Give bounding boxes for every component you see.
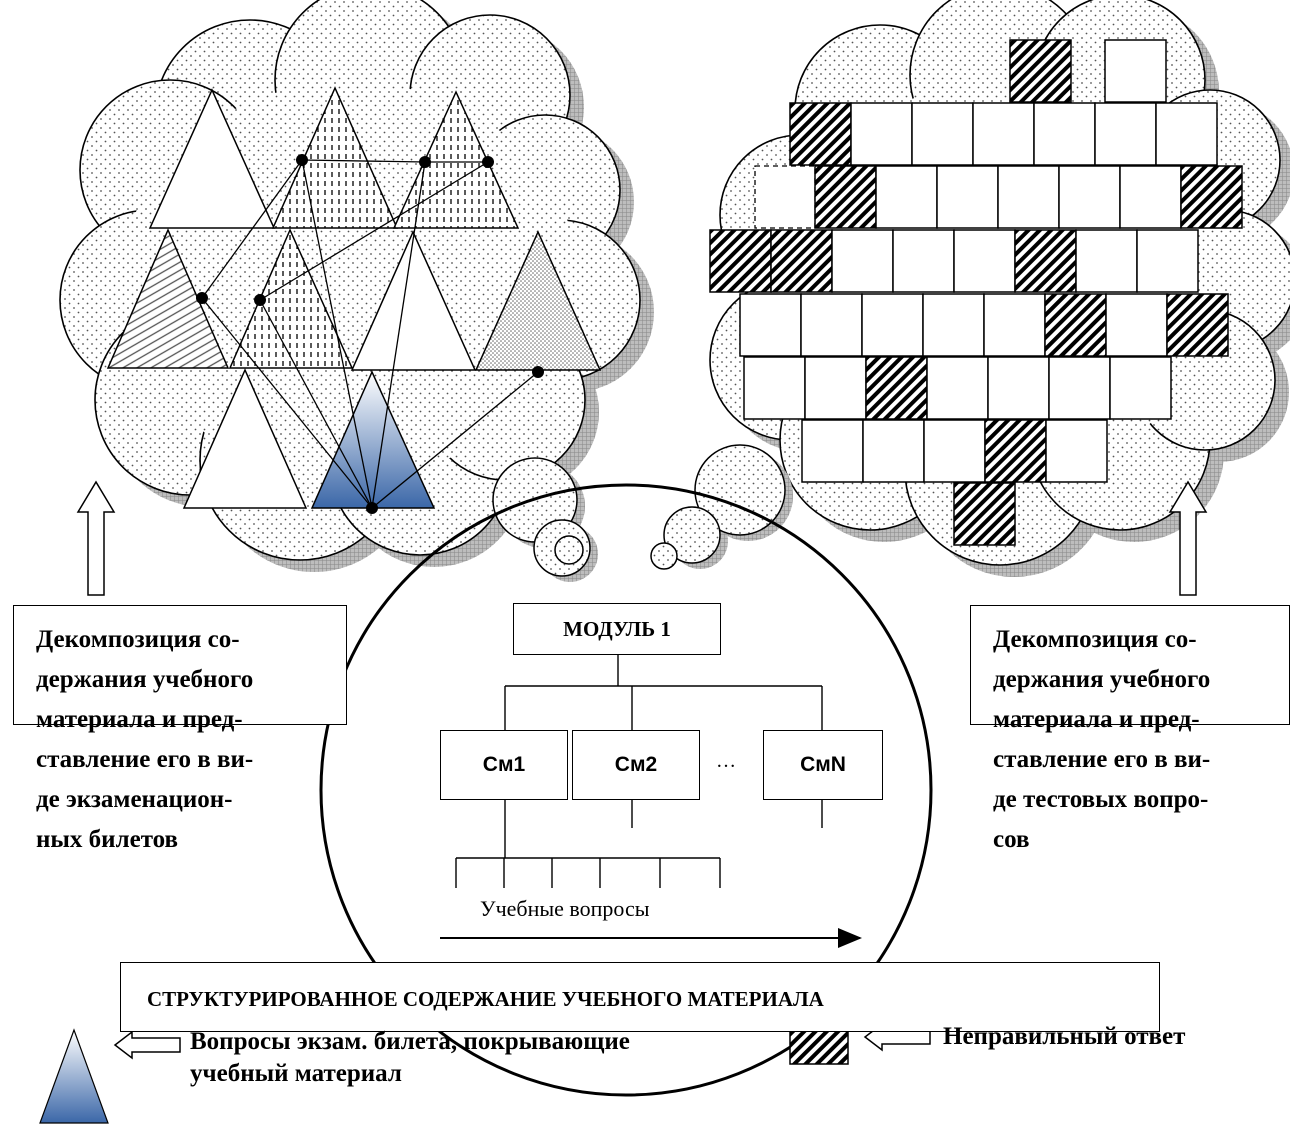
legend-wrong-answer-label: Неправильный ответ <box>943 1023 1186 1050</box>
test-question <box>983 293 1046 357</box>
test-question-wrong <box>1044 293 1107 357</box>
test-question-wrong <box>1014 229 1077 293</box>
desc-line: де экзаменацион- <box>36 786 233 813</box>
test-question <box>1045 419 1108 483</box>
desc-line: ных билетов <box>36 826 179 853</box>
legend-exam-line: Вопросы экзам. билета, покрывающие <box>190 1028 630 1055</box>
test-question <box>1033 102 1096 166</box>
test-question <box>801 419 864 483</box>
desc-line: Декомпозиция со- <box>36 626 240 653</box>
left-up-arrow-icon <box>76 480 116 596</box>
test-question <box>1094 102 1157 166</box>
legend-exam-line: учебный материал <box>190 1060 402 1087</box>
test-question-wrong <box>865 356 928 420</box>
desc-line: держания учебного <box>36 666 254 693</box>
test-question <box>1109 356 1172 420</box>
test-question-wrong <box>984 419 1047 483</box>
left-cloud <box>59 0 654 572</box>
test-question <box>922 293 985 357</box>
test-question <box>862 419 925 483</box>
test-question <box>936 165 999 229</box>
test-question <box>953 229 1016 293</box>
module-title-box: МОДУЛЬ 1 <box>513 603 721 655</box>
bubble-small-left <box>554 535 584 565</box>
triangle-empty <box>182 368 308 509</box>
bubble-large-right <box>694 444 786 536</box>
central-circle <box>319 483 933 1097</box>
test-question <box>831 229 894 293</box>
link-points <box>196 154 544 514</box>
test-question <box>739 293 802 357</box>
test-question <box>972 102 1035 166</box>
structured-content-title: СТРУКТУРИРОВАННОЕ СОДЕРЖАНИЕ УЧЕБНОГО МА… <box>120 962 1160 1032</box>
left-description-box: Декомпозиция со- держания учебного матер… <box>13 605 347 853</box>
test-question-wrong <box>814 165 877 229</box>
test-question-wrong <box>1009 39 1072 103</box>
triangle-empty <box>350 230 477 371</box>
submodule-1-box: См1 <box>440 730 568 800</box>
test-question-missing <box>754 165 816 229</box>
test-question <box>875 165 938 229</box>
right-description-box: Декомпозиция со- держания учебного матер… <box>970 605 1290 853</box>
desc-line: материала и пред- <box>993 706 1200 733</box>
thought-bubbles <box>492 444 793 582</box>
test-question <box>926 356 989 420</box>
desc-line: Декомпозиция со- <box>993 626 1197 653</box>
module-tree-lines <box>455 654 823 888</box>
test-question <box>800 293 863 357</box>
desc-line: сов <box>993 826 1030 853</box>
bubble-small-right <box>650 542 678 570</box>
test-question <box>923 419 986 483</box>
questions-label: Учебные вопросы <box>480 896 650 921</box>
submodule-2-box: См2 <box>572 730 700 800</box>
test-question <box>861 293 924 357</box>
right-up-arrow-icon <box>1168 480 1208 596</box>
triangle-empty <box>148 88 276 229</box>
desc-line: материала и пред- <box>36 706 243 733</box>
test-question <box>1104 39 1167 103</box>
test-question <box>804 356 867 420</box>
test-question-wrong <box>709 229 772 293</box>
test-question <box>1155 102 1218 166</box>
desc-line: ставление его в ви- <box>36 746 254 773</box>
test-question <box>850 102 913 166</box>
test-question <box>1075 229 1138 293</box>
test-question-wrong <box>1166 293 1229 357</box>
desc-line: держания учебного <box>993 666 1211 693</box>
test-question-wrong <box>770 229 833 293</box>
test-question <box>743 356 806 420</box>
legend-left-arrow-icon <box>113 1030 181 1060</box>
test-question <box>1119 165 1182 229</box>
test-question-wrong <box>789 102 852 166</box>
legend-exam-questions-label: Вопросы экзам. билета, покрывающие учебн… <box>190 1026 770 1090</box>
test-question <box>1048 356 1111 420</box>
test-question <box>987 356 1050 420</box>
desc-line: де тестовых вопро- <box>993 786 1209 813</box>
desc-line: ставление его в ви- <box>993 746 1211 773</box>
submodule-ellipsis: … <box>716 750 736 772</box>
test-question <box>892 229 955 293</box>
right-cloud <box>709 0 1290 577</box>
test-question-bricks <box>709 39 1243 546</box>
test-question-wrong <box>953 482 1016 546</box>
test-question <box>1058 165 1121 229</box>
legend-triangle-icon <box>39 1028 109 1124</box>
submodule-n-box: СмN <box>763 730 883 800</box>
bubble-medium-right <box>663 506 721 564</box>
test-question <box>1105 293 1168 357</box>
test-question <box>997 165 1060 229</box>
test-question <box>911 102 974 166</box>
question-links <box>201 159 539 509</box>
test-question-wrong <box>1180 165 1243 229</box>
test-question <box>1136 229 1199 293</box>
